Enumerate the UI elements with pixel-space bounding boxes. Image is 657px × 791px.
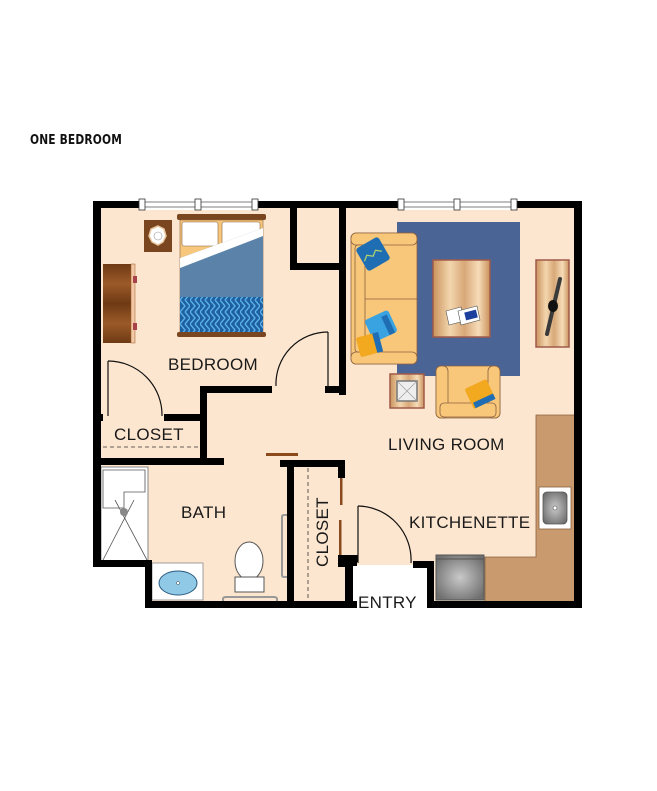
sink-icon	[151, 562, 204, 601]
tv-stand-icon	[535, 259, 570, 348]
room-label-bedroom-closet: CLOSET	[114, 425, 184, 444]
sofa-icon	[350, 232, 418, 365]
nightstand-lamp-icon	[144, 220, 172, 252]
toilet-icon	[234, 541, 265, 593]
sliding-door	[339, 520, 342, 556]
window-icon	[397, 198, 518, 211]
refrigerator-icon	[435, 554, 485, 601]
window-icon	[138, 198, 259, 211]
room-label-kitchenette: KITCHENETTE	[409, 513, 531, 532]
end-table-lamp-icon	[389, 373, 425, 409]
room-label-entry: ENTRY	[358, 593, 417, 612]
grab-bar-icon	[222, 514, 288, 601]
room-label-bath: BATH	[181, 503, 227, 522]
pillow-icon	[356, 237, 390, 271]
dresser-icon	[103, 263, 137, 344]
pillow-icon	[465, 379, 496, 409]
magazines-icon	[445, 305, 481, 326]
kitchen-sink-icon	[538, 486, 572, 530]
tv-icon	[545, 277, 562, 336]
room-label-hall-closet: CLOSET	[313, 497, 332, 567]
sliding-door	[266, 453, 298, 456]
pillow-icon	[356, 331, 384, 357]
walls	[93, 201, 582, 608]
armchair-icon	[435, 365, 501, 419]
kitchen-counter	[435, 414, 578, 604]
entry-area	[352, 565, 430, 610]
room-label-bedroom: BEDROOM	[168, 355, 258, 374]
shower-icon	[100, 466, 149, 562]
door-swing-icon	[107, 331, 412, 564]
sliding-door	[340, 477, 343, 505]
room-label-living-room: LIVING ROOM	[388, 435, 505, 454]
plan-title: ONE BEDROOM	[30, 133, 122, 148]
bed-icon	[177, 214, 266, 337]
coffee-table-icon	[432, 259, 491, 338]
